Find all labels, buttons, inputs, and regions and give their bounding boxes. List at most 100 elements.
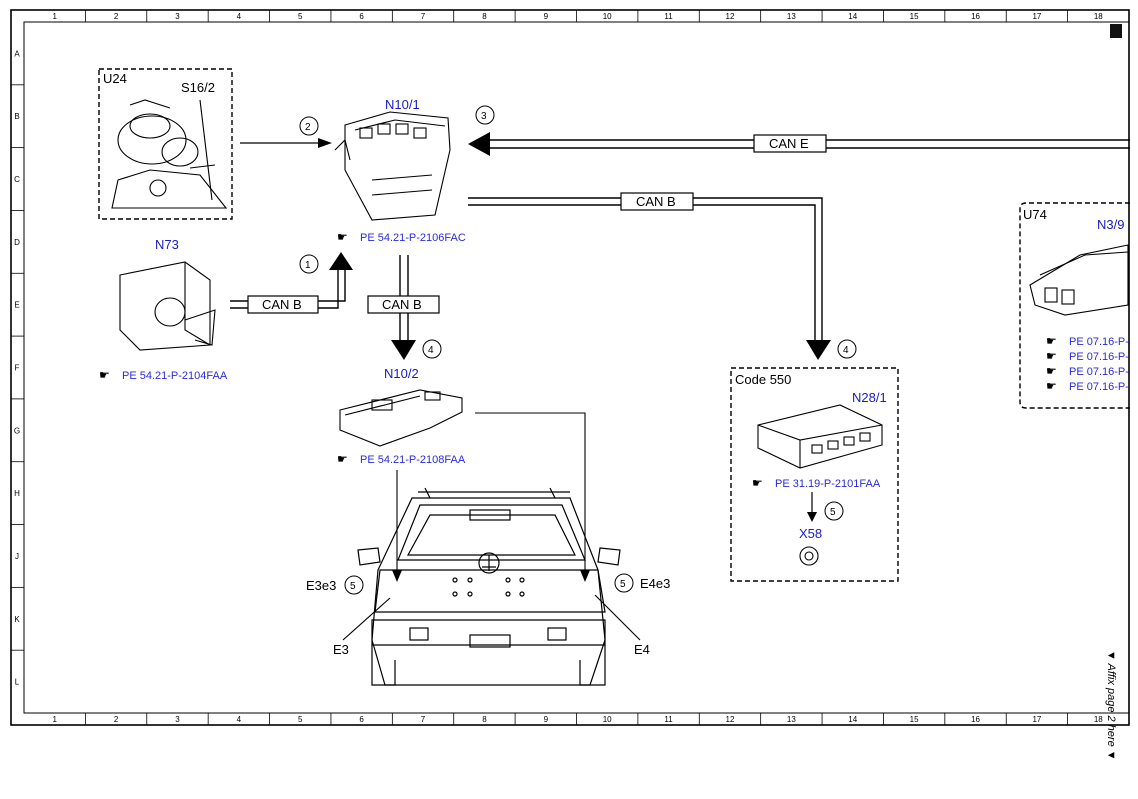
callout-3 — [475, 105, 495, 125]
n10-1-ref: PE 54.21-P-2106FAC — [360, 232, 466, 244]
grid-col-label: 10 — [603, 715, 612, 724]
grid-col-label: 7 — [421, 12, 426, 21]
n3-9-module-illustration — [1029, 244, 1129, 316]
e4e3-label: E4e3 — [640, 576, 670, 591]
can-b-mid-box — [367, 295, 440, 314]
e3e3-label: E3e3 — [306, 578, 336, 593]
grid-col-label: 6 — [359, 12, 364, 21]
arrow-3-head — [468, 132, 490, 156]
grid-col-label: 17 — [1032, 12, 1041, 21]
diagram-frame — [10, 9, 1130, 726]
hand-pointer-icon: ☛ — [337, 452, 348, 466]
n28-1-label: N28/1 — [852, 390, 887, 405]
callout-5a — [344, 575, 364, 595]
callout-4b-text: 4 — [843, 345, 849, 356]
arrow-1-head — [329, 252, 353, 270]
grid-row-label: G — [14, 426, 20, 435]
ignition-lock-illustration — [111, 99, 228, 209]
grid-col-label: 8 — [482, 715, 487, 724]
e3-label: E3 — [333, 642, 349, 657]
grid-row-label: K — [14, 615, 20, 624]
affix-page-note: ▼ Affix page 2 here ▼ — [1105, 650, 1117, 761]
grid-col-label: 1 — [52, 12, 57, 21]
grid-col-label: 17 — [1032, 715, 1041, 724]
grid-col-label: 9 — [544, 12, 549, 21]
n3-9-ref-1: PE 07.16-P- — [1069, 336, 1129, 348]
callout-4a-text: 4 — [428, 345, 434, 356]
n10-1-label: N10/1 — [385, 97, 420, 112]
n10-2-to-e4-line — [475, 412, 586, 570]
hand-pointer-icon: ☛ — [1046, 334, 1057, 348]
e4-label: E4 — [634, 642, 650, 657]
x58-label: X58 — [799, 526, 822, 541]
grid-col-label: 7 — [421, 715, 426, 724]
grid-row-label: L — [15, 678, 20, 687]
hand-pointer-icon: ☛ — [337, 230, 348, 244]
grid-row-label: E — [14, 301, 19, 310]
grid-col-label: 11 — [664, 715, 673, 724]
code-550-label: Code 550 — [735, 372, 791, 387]
grid-col-label: 18 — [1094, 12, 1103, 21]
can-b-mid-label: CAN B — [382, 297, 422, 312]
hand-pointer-icon: ☛ — [1046, 364, 1057, 378]
can-b-top-box — [620, 192, 694, 211]
grid-col-label: 10 — [603, 12, 612, 21]
n3-9-ref-3: PE 07.16-P- — [1069, 366, 1129, 378]
callout-4a — [422, 339, 442, 359]
n10-1-module-illustration — [334, 111, 451, 221]
grid-col-label: 1 — [52, 715, 57, 724]
grid-col-label: 8 — [482, 12, 487, 21]
can-b-left-label: CAN B — [262, 297, 302, 312]
u74-label: U74 — [1023, 207, 1047, 222]
grid-col-label: 14 — [848, 12, 857, 21]
can-e-label: CAN E — [769, 136, 809, 151]
callout-5b — [614, 573, 634, 593]
grid-col-label: 14 — [848, 715, 857, 724]
n3-9-label: N3/9 — [1097, 217, 1124, 232]
n28-1-module-illustration — [757, 404, 883, 469]
n10-2-ref: PE 54.21-P-2108FAA — [360, 454, 466, 466]
callout-5b-text: 5 — [620, 579, 626, 590]
callout-5c — [824, 501, 844, 521]
grid-col-label: 11 — [664, 12, 673, 21]
grid-col-label: 5 — [298, 715, 303, 724]
callout-3-text: 3 — [481, 111, 487, 122]
n73-ref: PE 54.21-P-2104FAA — [122, 370, 228, 382]
grid-row-label: A — [14, 49, 20, 58]
u24-label: U24 — [103, 71, 127, 86]
grid-row-label: F — [15, 364, 20, 373]
grid-row-label: J — [15, 552, 19, 561]
n3-9-ref-4: PE 07.16-P- — [1069, 381, 1129, 393]
hand-pointer-icon: ☛ — [99, 368, 110, 382]
u74-box — [1019, 202, 1130, 409]
grid-col-label: 9 — [544, 715, 549, 724]
arrow-5-head — [807, 512, 817, 522]
grid-col-label: 13 — [787, 715, 796, 724]
grid-col-label: 5 — [298, 12, 303, 21]
hand-pointer-icon: ☛ — [1046, 349, 1057, 363]
grid-col-label: 2 — [114, 715, 119, 724]
n28-1-ref: PE 31.19-P-2101FAA — [775, 478, 881, 490]
grid-col-label: 3 — [175, 12, 180, 21]
grid-row-label: H — [14, 489, 20, 498]
x58-connector-illustration — [799, 546, 819, 566]
can-b-top-label: CAN B — [636, 194, 676, 209]
callout-2 — [299, 116, 319, 136]
arrow-2-head — [318, 138, 332, 148]
grid-col-label: 12 — [726, 12, 735, 21]
grid-row-label: B — [14, 112, 19, 121]
grid-col-label: 4 — [237, 715, 242, 724]
grid-col-label: 16 — [971, 715, 980, 724]
grid-col-label: 3 — [175, 715, 180, 724]
grid-row-label: C — [14, 175, 20, 184]
callout-1 — [299, 254, 319, 274]
grid-col-label: 15 — [910, 715, 919, 724]
diagram-inner-frame — [23, 21, 1130, 714]
n3-9-ref-2: PE 07.16-P- — [1069, 351, 1129, 363]
arrow-4a-head — [391, 340, 416, 360]
n3-9-refs: ☛ PE 07.16-P- ☛ PE 07.16-P- ☛ PE 07.16-P… — [1046, 334, 1129, 393]
grid-col-label: 18 — [1094, 715, 1103, 724]
page-corner-mark — [1110, 24, 1122, 38]
